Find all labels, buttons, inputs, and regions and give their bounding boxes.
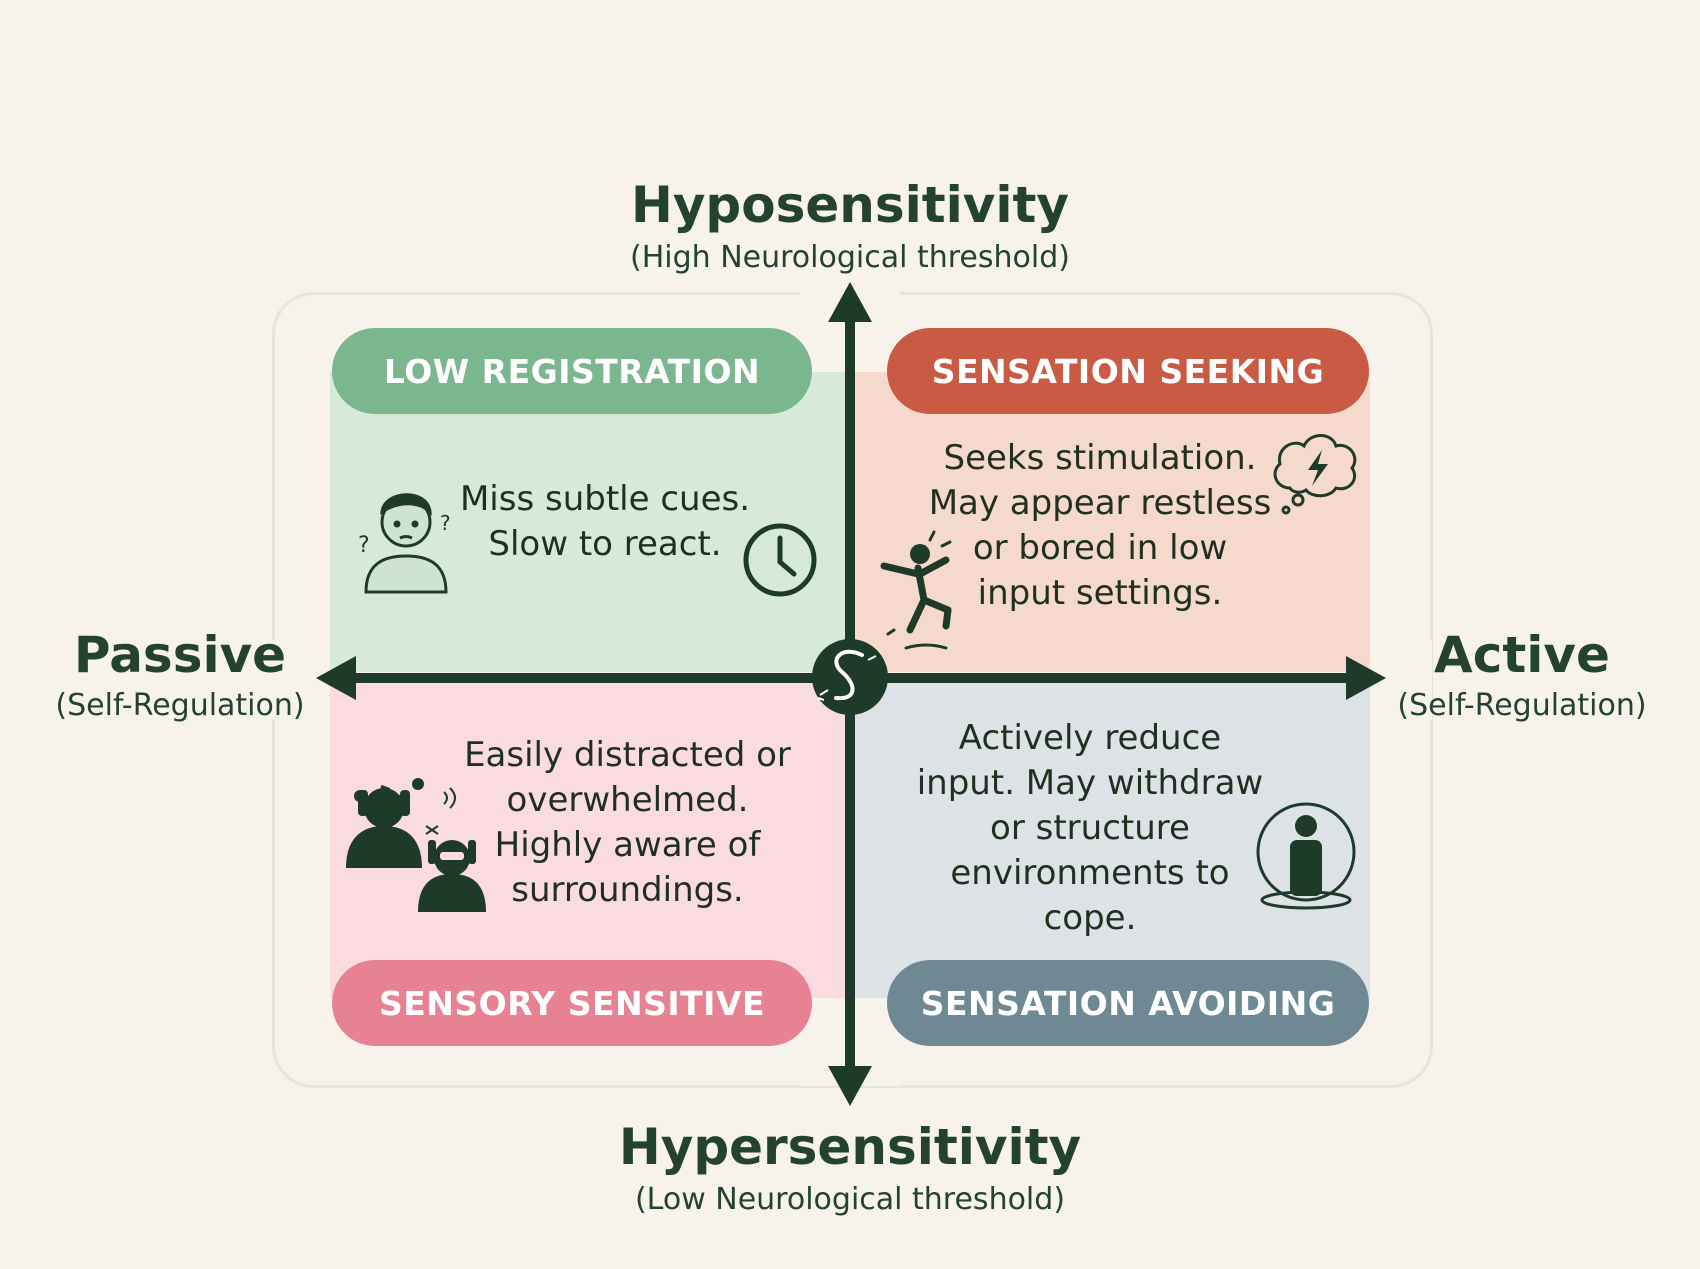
sensation-avoiding-label: SENSATION AVOIDING (887, 960, 1369, 1046)
hypersensitivity-subtitle: (Low Neurological threshold) (634, 1182, 1066, 1217)
description-line: surroundings. (511, 870, 744, 910)
quadrant-sensation-avoiding (850, 680, 1370, 998)
description-line: environments to (950, 853, 1230, 893)
svg-text:?: ? (440, 511, 451, 535)
overwhelmed-people-icon (346, 778, 486, 912)
active-subtitle: (Self-Regulation) (1397, 688, 1647, 723)
description-line: Highly aware of (494, 825, 761, 865)
description-line: Miss subtle cues. (459, 479, 751, 519)
low-registration-label: LOW REGISTRATION (332, 328, 812, 414)
description-line: Easily distracted or (464, 735, 791, 775)
svg-text:?: ? (358, 533, 370, 558)
quadrant-sensation-seeking (850, 372, 1370, 672)
quadrant-sensory-sensitive (330, 680, 845, 998)
passive-title: Passive (73, 626, 287, 684)
jumping-person-icon (880, 530, 952, 650)
nerve-s-icon (812, 639, 888, 715)
description-line: or structure (990, 808, 1190, 848)
description-line: or bored in low (972, 528, 1228, 568)
clock-icon (743, 523, 817, 597)
sensory-sensitive-description: Easily distracted or overwhelmed. Highly… (455, 733, 800, 913)
description-line: Seeks stimulation. (943, 438, 1257, 478)
frame-gap-left (268, 640, 276, 720)
sensory-sensitive-label: SENSORY SENSITIVE (332, 960, 812, 1046)
description-line: input settings. (977, 573, 1223, 613)
description-line: cope. (1043, 898, 1137, 938)
hyposensitivity-subtitle: (High Neurological threshold) (630, 240, 1070, 275)
active-title: Active (1434, 626, 1610, 684)
low-registration-description: Miss subtle cues. Slow to react. (450, 477, 760, 567)
description-line: input. May withdraw (916, 763, 1264, 803)
confused-person-icon: ? ? (358, 493, 451, 594)
sensation-seeking-description: Seeks stimulation. May appear restless o… (900, 436, 1300, 616)
description-line: Slow to react. (488, 524, 722, 564)
hypersensitivity-title: Hypersensitivity (618, 1118, 1082, 1176)
frame-gap-right (1424, 640, 1432, 720)
description-line: Actively reduce (958, 718, 1222, 758)
thought-cloud-lightning-icon (1273, 434, 1357, 515)
description-line: May appear restless (928, 483, 1272, 523)
description-line: overwhelmed. (506, 780, 749, 820)
passive-subtitle: (Self-Regulation) (55, 688, 305, 723)
hyposensitivity-title: Hyposensitivity (630, 176, 1069, 234)
person-in-bubble-icon (1256, 802, 1356, 910)
sensation-seeking-label: SENSATION SEEKING (887, 328, 1369, 414)
sensation-avoiding-description: Actively reduce input. May withdraw or s… (890, 716, 1290, 941)
